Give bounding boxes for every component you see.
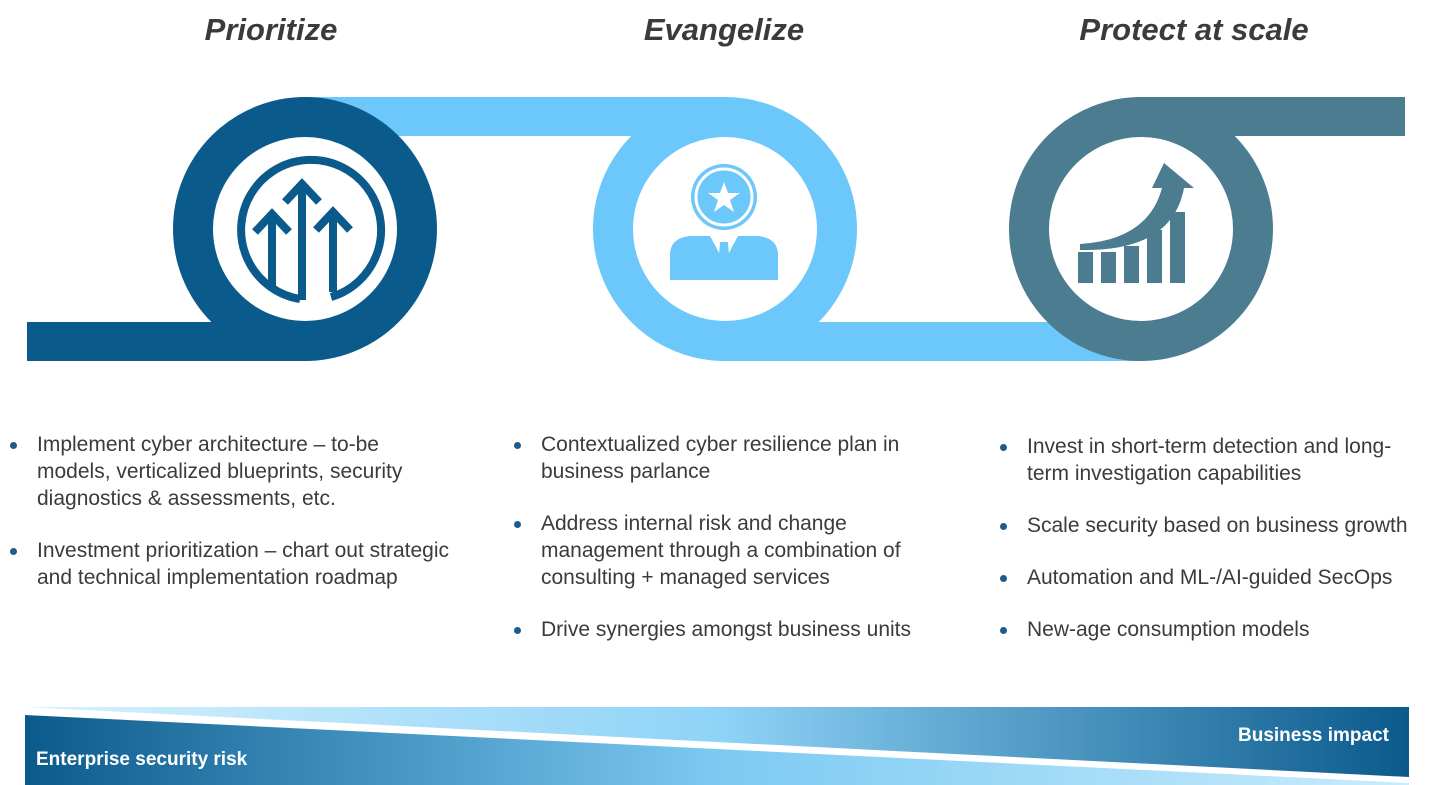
bullet-dot — [1000, 444, 1007, 451]
bullet-dot — [514, 442, 521, 449]
banner-lower-wedge — [25, 715, 1409, 785]
bullet-text: Investment prioritization – chart out st… — [37, 539, 450, 589]
bullet-dot — [10, 442, 17, 449]
list-item: Investment prioritization – chart out st… — [10, 537, 455, 591]
bullet-list-protect-at-scale: Invest in short-term detection and long-… — [1000, 433, 1430, 668]
stage-ring-protect — [1009, 97, 1273, 361]
bullet-dot — [1000, 627, 1007, 634]
list-item: Automation and ML-/AI-guided SecOps — [1000, 564, 1430, 591]
list-item: Implement cyber architecture – to-be mod… — [10, 431, 455, 512]
bullet-text: Invest in short-term detection and long-… — [1027, 435, 1392, 485]
bullet-list-prioritize: Implement cyber architecture – to-be mod… — [10, 431, 455, 616]
bullet-text: Automation and ML-/AI-guided SecOps — [1027, 566, 1393, 589]
bullet-dot — [1000, 523, 1007, 530]
stage-ring-prioritize — [173, 97, 437, 361]
stage-title-protect-at-scale: Protect at scale — [1079, 12, 1309, 47]
list-item: Address internal risk and change managem… — [514, 510, 954, 591]
stage-ring-evangelize — [593, 97, 857, 361]
banner-upper-wedge — [25, 707, 1409, 777]
stage-title-prioritize: Prioritize — [204, 12, 338, 47]
list-item: Invest in short-term detection and long-… — [1000, 433, 1430, 487]
banner-graphic — [25, 707, 1409, 785]
three-up-arrows-icon — [237, 155, 386, 303]
bullet-text: Address internal risk and change managem… — [541, 512, 901, 589]
bullet-text: Scale security based on business growth — [1027, 514, 1408, 537]
list-item: Drive synergies amongst business units — [514, 616, 954, 643]
risk-impact-banner: Enterprise security risk Business impact — [25, 707, 1409, 785]
banner-label-enterprise-security-risk: Enterprise security risk — [36, 749, 248, 770]
stage-title-evangelize: Evangelize — [643, 12, 805, 47]
bullet-dot — [514, 627, 521, 634]
list-item: Scale security based on business growth — [1000, 512, 1430, 539]
bullet-text: Drive synergies amongst business units — [541, 618, 912, 641]
list-item: New-age consumption models — [1000, 616, 1430, 643]
bullet-text: Implement cyber architecture – to-be mod… — [37, 433, 403, 510]
bullet-text: Contextualized cyber resilience plan in … — [541, 433, 900, 483]
banner-label-business-impact: Business impact — [1238, 725, 1389, 746]
bullet-dot — [10, 548, 17, 555]
list-item: Contextualized cyber resilience plan in … — [514, 431, 954, 485]
flow-ribbon-diagram — [27, 97, 1405, 361]
growth-chart-icon — [1078, 163, 1194, 283]
bullet-dot — [1000, 575, 1007, 582]
bullet-list-evangelize: Contextualized cyber resilience plan in … — [514, 431, 954, 668]
person-badge-icon — [670, 164, 778, 280]
bullet-text: New-age consumption models — [1027, 618, 1310, 641]
bullet-dot — [514, 521, 521, 528]
